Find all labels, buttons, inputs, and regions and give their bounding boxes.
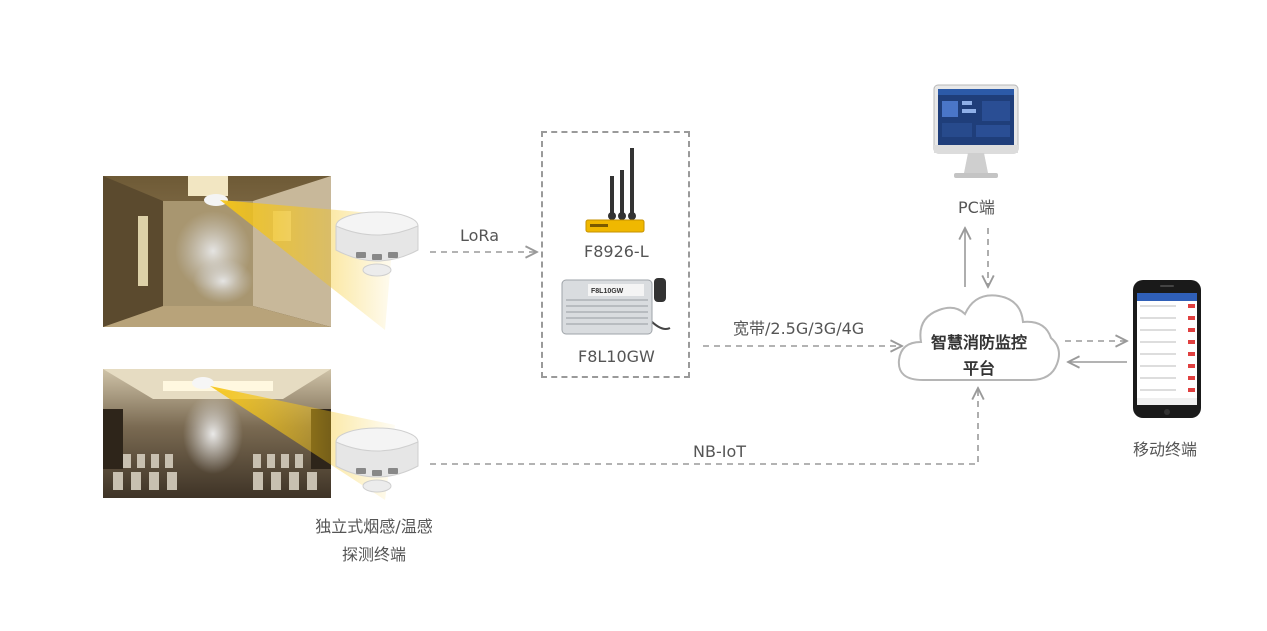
gateway-group-box xyxy=(541,131,690,378)
cloud-icon xyxy=(895,288,1063,384)
platform-line1: 智慧消防监控 xyxy=(930,333,1027,352)
lora-gateway-icon: F8L10GW xyxy=(558,272,672,338)
platform-line2: 平台 xyxy=(962,359,995,378)
mobile-label: 移动终端 xyxy=(1133,440,1198,459)
pc-label: PC端 xyxy=(958,198,995,217)
detector-line2: 探测终端 xyxy=(341,545,406,564)
gateway-label: F8L10GW xyxy=(578,347,655,366)
router-label: F8926-L xyxy=(584,242,649,261)
detector-line1: 独立式烟感/温感 xyxy=(315,517,433,536)
platform-title: 智慧消防监控 平台 xyxy=(915,330,1043,382)
smoke-detector-icon xyxy=(334,208,420,284)
broadband-label: 宽带/2.5G/3G/4G xyxy=(733,319,865,338)
nbiot-label: NB-IoT xyxy=(693,442,746,461)
gateway-plate-text: F8L10GW xyxy=(591,288,624,295)
monitor-icon xyxy=(932,83,1020,180)
detector-caption: 独立式烟感/温感 探测终端 xyxy=(296,513,452,569)
nbiot-link-line xyxy=(430,388,978,465)
corridor-photo xyxy=(103,176,331,327)
smoke-detector-icon xyxy=(334,424,420,500)
router-icon xyxy=(584,148,648,234)
smartphone-icon xyxy=(1132,279,1202,419)
lora-label: LoRa xyxy=(460,226,499,245)
